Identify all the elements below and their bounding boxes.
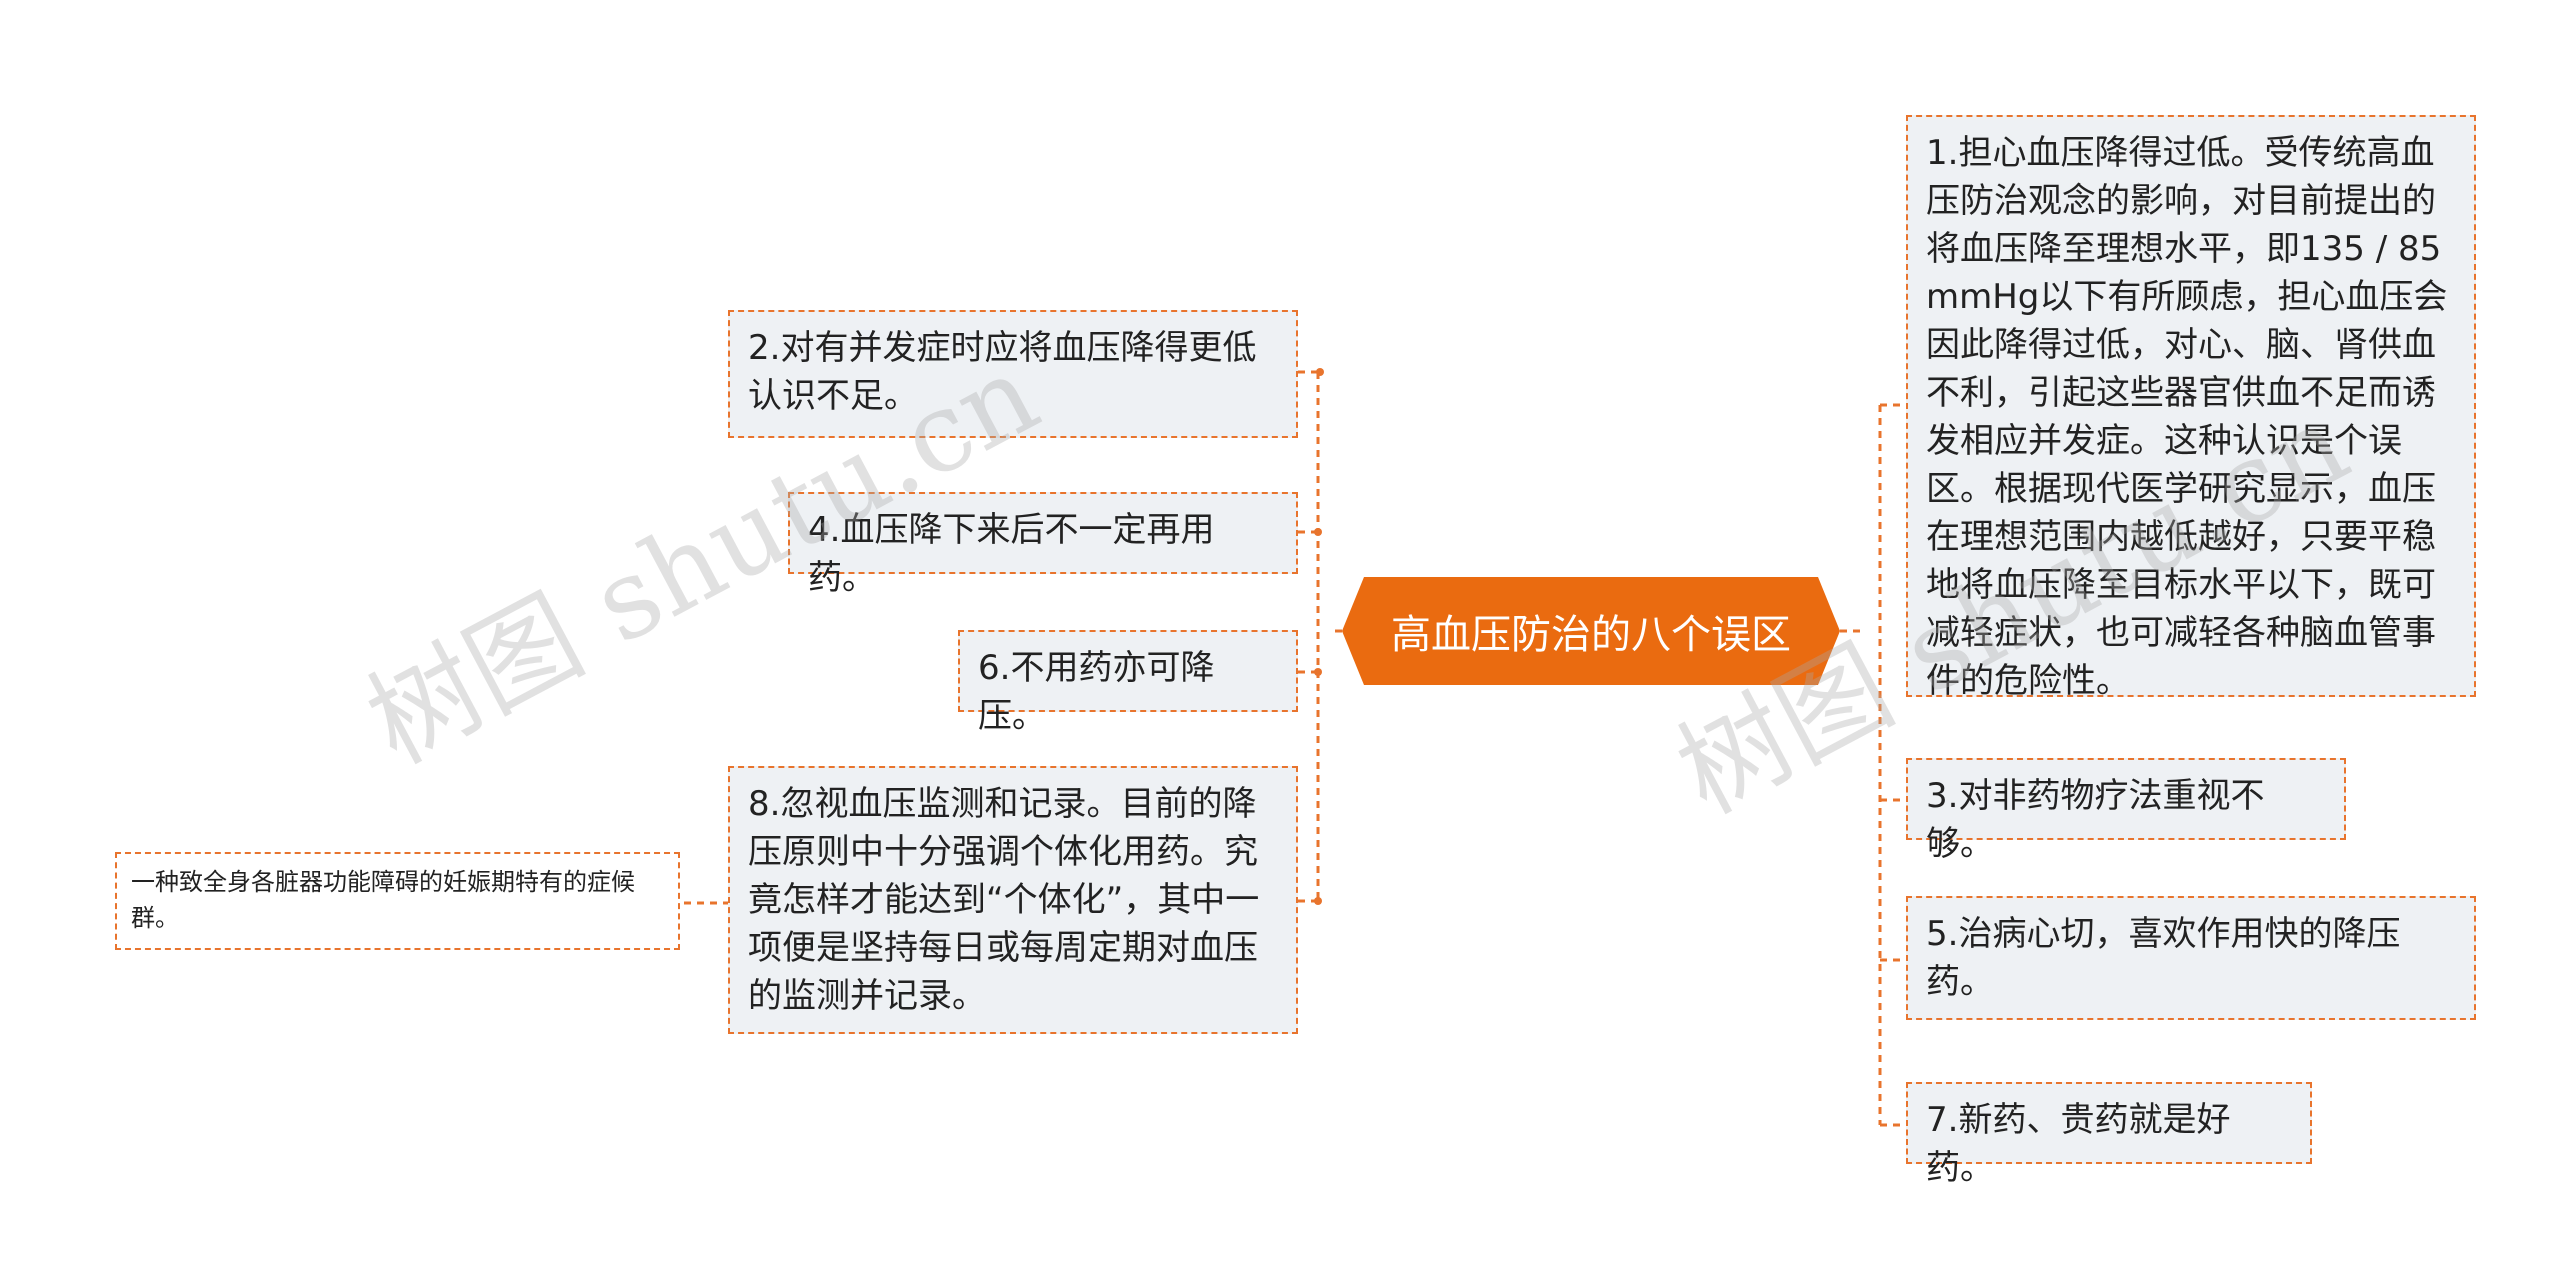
connector-dot-n8 <box>1314 897 1322 905</box>
central-topic[interactable]: 高血压防治的八个误区 <box>1342 577 1840 685</box>
connector-dot-n6 <box>1314 668 1322 676</box>
topic-n4[interactable]: 4.血压降下来后不一定再用药。 <box>788 492 1298 598</box>
central-topic-shape <box>1342 577 1840 685</box>
central-topic-label: 高血压防治的八个误区 <box>1391 612 1791 658</box>
topic-n3[interactable]: 3.对非药物疗法重视不够。 <box>1906 758 2346 864</box>
connector-dot-n2 <box>1316 368 1324 376</box>
subtopic-n8-child[interactable]: 一种致全身各脏器功能障碍的妊娠期特有的症候群。 <box>115 852 680 950</box>
topic-n8[interactable]: 8.忽视血压监测和记录。目前的降压原则中十分强调个体化用药。究竟怎样才能达到“个… <box>728 766 1298 1034</box>
topic-n5[interactable]: 5.治病心切，喜欢作用快的降压药。 <box>1906 896 2476 1020</box>
topic-n6[interactable]: 6.不用药亦可降压。 <box>958 630 1298 736</box>
topic-n2[interactable]: 2.对有并发症时应将血压降得更低认识不足。 <box>728 310 1298 438</box>
topic-n7[interactable]: 7.新药、贵药就是好药。 <box>1906 1082 2312 1188</box>
topic-n1[interactable]: 1.担心血压降得过低。受传统高血压防治观念的影响，对目前提出的将血压降至理想水平… <box>1906 115 2476 701</box>
connector-dot-n4 <box>1314 528 1322 536</box>
